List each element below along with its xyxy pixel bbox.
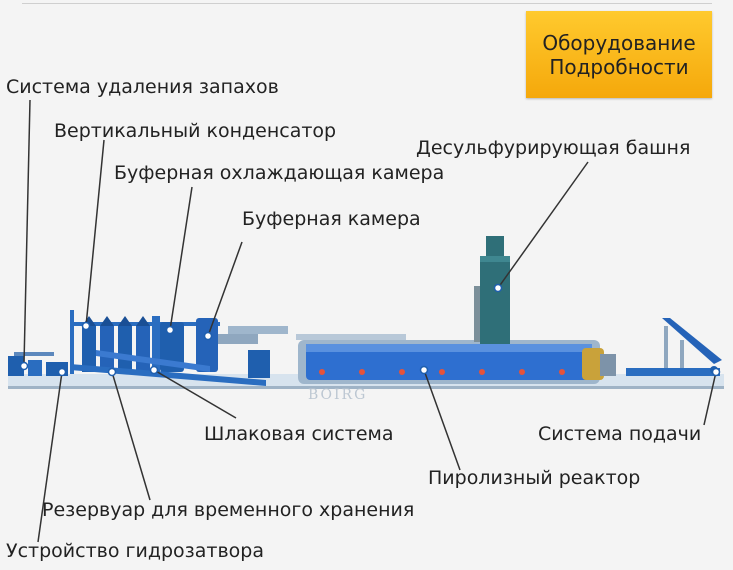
base-line (8, 386, 724, 389)
leader-lines (23, 99, 717, 543)
badge-line-1: Оборудование (542, 30, 696, 55)
details-badge[interactable]: Оборудование Подробности (526, 11, 712, 98)
feeding-system (626, 318, 722, 376)
slag-conveyors (70, 350, 270, 386)
label-buffer-cooling-chamber: Буферная охлаждающая камера (114, 162, 445, 184)
label-vertical-condenser: Вертикальный конденсатор (54, 120, 337, 142)
badge-line-2: Подробности (549, 54, 689, 79)
label-slag-system: Шлаковая система (204, 423, 394, 445)
label-water-seal: Устройство гидрозатвора (6, 540, 264, 562)
watermark: BOIRG (308, 387, 367, 403)
label-buffer-chamber: Буферная камера (242, 208, 421, 230)
label-temp-storage-tank: Резервуар для временного хранения (42, 499, 415, 521)
label-desulfurization-tower: Десульфурирующая башня (416, 137, 691, 159)
top-rule (22, 3, 712, 4)
pyrolysis-reactor (296, 334, 616, 384)
buffer-cooling-chamber (152, 316, 184, 372)
leader-dots (19, 283, 721, 377)
buffer-chamber (196, 318, 288, 372)
label-feeding-system: Система подачи (538, 423, 702, 445)
label-pyrolysis-reactor: Пиролизный реактор (428, 467, 641, 489)
desulfurization-tower (474, 236, 510, 344)
label-odor-removal: Система удаления запахов (6, 76, 279, 98)
